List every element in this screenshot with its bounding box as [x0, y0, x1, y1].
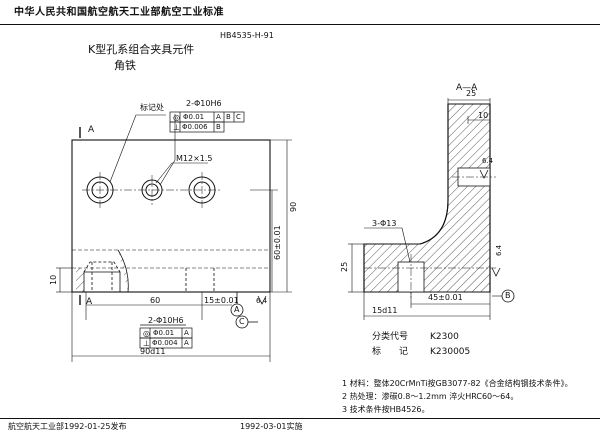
section-title: A—A — [456, 83, 478, 93]
classification-code-value: K2300 — [430, 332, 459, 342]
rough-6-4-section-a: 6.4 — [482, 157, 494, 165]
fcf-bottom-2-datum: A — [184, 339, 189, 347]
fcf-top-1-datum-c: C — [236, 113, 241, 121]
fcf-bottom-2-value: Φ0.004 — [152, 339, 178, 347]
fcf-top — [169, 111, 245, 133]
footer-rule — [0, 418, 600, 419]
dim-60-bottom: 60 — [150, 296, 161, 305]
datum-c-label: C — [239, 317, 245, 326]
part-name: 角铁 — [114, 59, 136, 72]
section-mark-top: A — [88, 125, 95, 135]
standard-title: 中华人民共和国航空航天工业部航空工业标准 — [14, 7, 224, 18]
fcf-bottom — [139, 324, 193, 349]
datum-a-label: A — [234, 305, 240, 314]
fcf-top-1-datum-a: A — [216, 113, 221, 121]
section-dim-25-left: 25 — [340, 261, 349, 272]
classification-mark-label: 标 记 — [372, 347, 409, 357]
fcf-top-2-datum: B — [216, 123, 221, 131]
part-title: K型孔系组合夹具元件 — [88, 43, 195, 56]
note-1: 1 材料：整体20CrMnTi按GB3077-82《合金结构钢技术条件》。 — [342, 379, 573, 388]
section-dim-10-top: 10 — [478, 111, 489, 120]
fcf-top-2-value: Φ0.006 — [182, 123, 208, 131]
marking-leader-label: 标记处 — [140, 103, 164, 112]
top-hole-tolerance: 2-Φ10H6 — [186, 99, 222, 108]
fcf-bottom-1-datum: A — [184, 329, 189, 337]
thread-label: M12×1.5 — [176, 154, 213, 163]
standard-code: HB4535-H-91 — [220, 31, 274, 40]
fcf-top-1-datum-b: B — [226, 113, 231, 121]
classification-code-label: 分类代号 — [372, 332, 409, 342]
note-3: 3 技术条件按HB4526。 — [342, 405, 430, 414]
dim-15-tol: 15±0.01 — [204, 296, 239, 305]
dim-90d11: 90d11 — [140, 347, 166, 356]
section-view — [363, 103, 491, 293]
svg-text:⊥: ⊥ — [143, 339, 150, 348]
section-dim-45-tol: 45±0.01 — [428, 293, 463, 302]
section-dim-15d11: 15d11 — [372, 306, 398, 315]
bottom-counterbore — [83, 249, 215, 293]
footer-effective: 1992-03-01实施 — [240, 422, 303, 431]
fcf-bottom-1-value: Φ0.01 — [153, 329, 175, 337]
dim-10: 10 — [49, 274, 58, 285]
svg-text:⊥: ⊥ — [173, 123, 180, 132]
rough-6-4-section-b: 6.4 — [495, 244, 503, 256]
svg-text:◎: ◎ — [173, 113, 180, 122]
datum-b-label: B — [505, 291, 511, 300]
fcf-top-1-value: Φ0.01 — [183, 113, 205, 121]
front-view-outline — [71, 139, 271, 293]
note-2: 2 热处理：渗碳0.8～1.2mm 淬火HRC60～64。 — [342, 392, 519, 401]
section-dim-3-phi13: 3-Φ13 — [372, 219, 397, 228]
dim-60-tol: 60±0.01 — [273, 225, 282, 260]
footer-issuer: 航空航天工业部1992-01-25发布 — [8, 422, 127, 431]
svg-text:◎: ◎ — [143, 329, 150, 338]
rough-6-4-front: 6.4 — [256, 297, 268, 305]
section-dim-25-top: 25 — [466, 89, 477, 98]
classification-mark-value: K230005 — [430, 347, 471, 357]
header-rule — [0, 24, 600, 25]
dim-90: 90 — [289, 201, 298, 212]
section-mark-bottom: A — [86, 297, 93, 307]
bottom-hole-tolerance: 2-Φ10H6 — [148, 316, 184, 325]
